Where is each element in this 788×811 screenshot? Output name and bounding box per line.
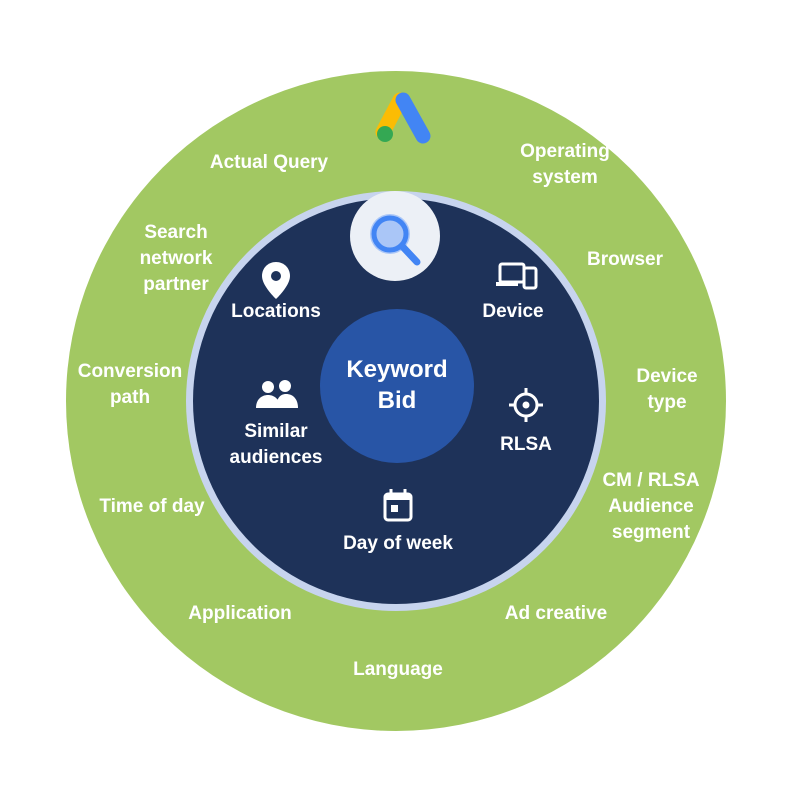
outer-label-conversion: Conversion xyxy=(78,361,183,382)
outer-label-path: path xyxy=(110,387,150,408)
outer-label-time-of-day: Time of day xyxy=(99,496,205,517)
inner-label-day-of-week: Day of week xyxy=(343,533,453,554)
outer-label-segment: segment xyxy=(612,522,691,543)
target-icon xyxy=(509,388,543,422)
outer-label-search: Search xyxy=(144,222,207,243)
outer-label-operating: Operating xyxy=(520,141,610,162)
outer-label-network: network xyxy=(140,248,213,269)
people-icon xyxy=(256,380,298,408)
outer-label-partner: partner xyxy=(143,274,209,295)
calendar-icon xyxy=(383,489,413,522)
outer-label-audience: Audience xyxy=(608,496,694,517)
outer-label-device-type: Device xyxy=(636,366,697,387)
inner-label-rlsa: RLSA xyxy=(500,434,552,455)
outer-label-language: Language xyxy=(353,659,443,680)
outer-label-application: Application xyxy=(188,603,291,624)
outer-label-cm-rlsa: CM / RLSA xyxy=(602,470,699,491)
center-label-bid: Bid xyxy=(378,387,417,414)
outer-label-type: type xyxy=(647,392,686,413)
devices-icon xyxy=(496,262,538,290)
inner-label-similar: Similar xyxy=(244,421,308,442)
search-icon xyxy=(350,191,440,281)
outer-label-browser: Browser xyxy=(587,249,664,270)
center-label-keyword: Keyword xyxy=(346,356,447,383)
google-ads-logo-icon xyxy=(375,92,431,144)
outer-label-actual-query: Actual Query xyxy=(210,152,329,173)
center-circle xyxy=(320,309,474,463)
location-pin-icon xyxy=(262,262,290,299)
inner-label-device: Device xyxy=(482,301,543,322)
inner-label-audiences: audiences xyxy=(230,447,323,468)
outer-label-system: system xyxy=(532,167,598,188)
inner-label-locations: Locations xyxy=(231,301,321,322)
outer-label-ad-creative: Ad creative xyxy=(505,603,607,624)
